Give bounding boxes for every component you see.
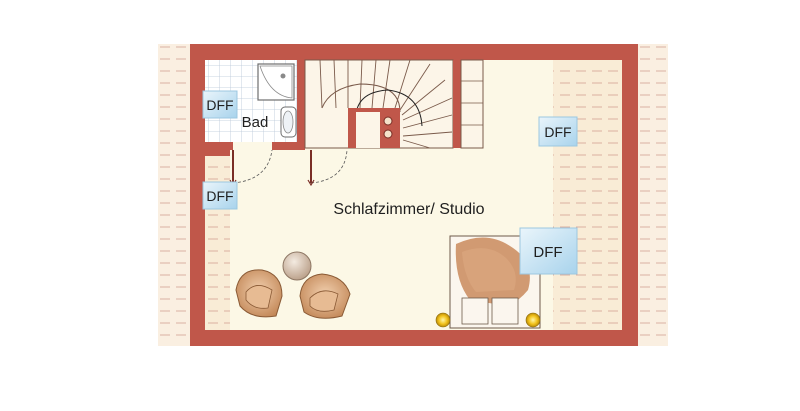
- staircase: [304, 59, 454, 149]
- skylight-bed: DFF: [519, 227, 578, 275]
- side-table: [282, 251, 312, 281]
- skylight-label: DFF: [206, 97, 233, 113]
- skylight-label: DFF: [206, 188, 233, 204]
- skylight-right-upper: DFF: [538, 116, 578, 147]
- armchair-left: [235, 269, 283, 318]
- skylight-label: DFF: [544, 124, 571, 140]
- shower: [257, 63, 295, 101]
- skylight-label: DFF: [533, 244, 562, 261]
- roof-slope-left: [158, 44, 190, 346]
- roof-slope-right: [638, 44, 668, 346]
- bedside-lamp-right: [525, 312, 541, 328]
- bathroom-walls: [205, 60, 305, 156]
- skylight-bath: DFF: [202, 90, 238, 119]
- sink: [280, 106, 297, 138]
- bedside-lamp-left: [435, 312, 451, 328]
- armchair-right: [299, 273, 351, 319]
- studio-label: Schlafzimmer/ Studio: [333, 201, 484, 218]
- bathroom-label: Bad: [242, 114, 269, 131]
- stair-door: [307, 149, 348, 187]
- skylight-left-wall: DFF: [202, 181, 238, 210]
- cabinet: [453, 59, 484, 149]
